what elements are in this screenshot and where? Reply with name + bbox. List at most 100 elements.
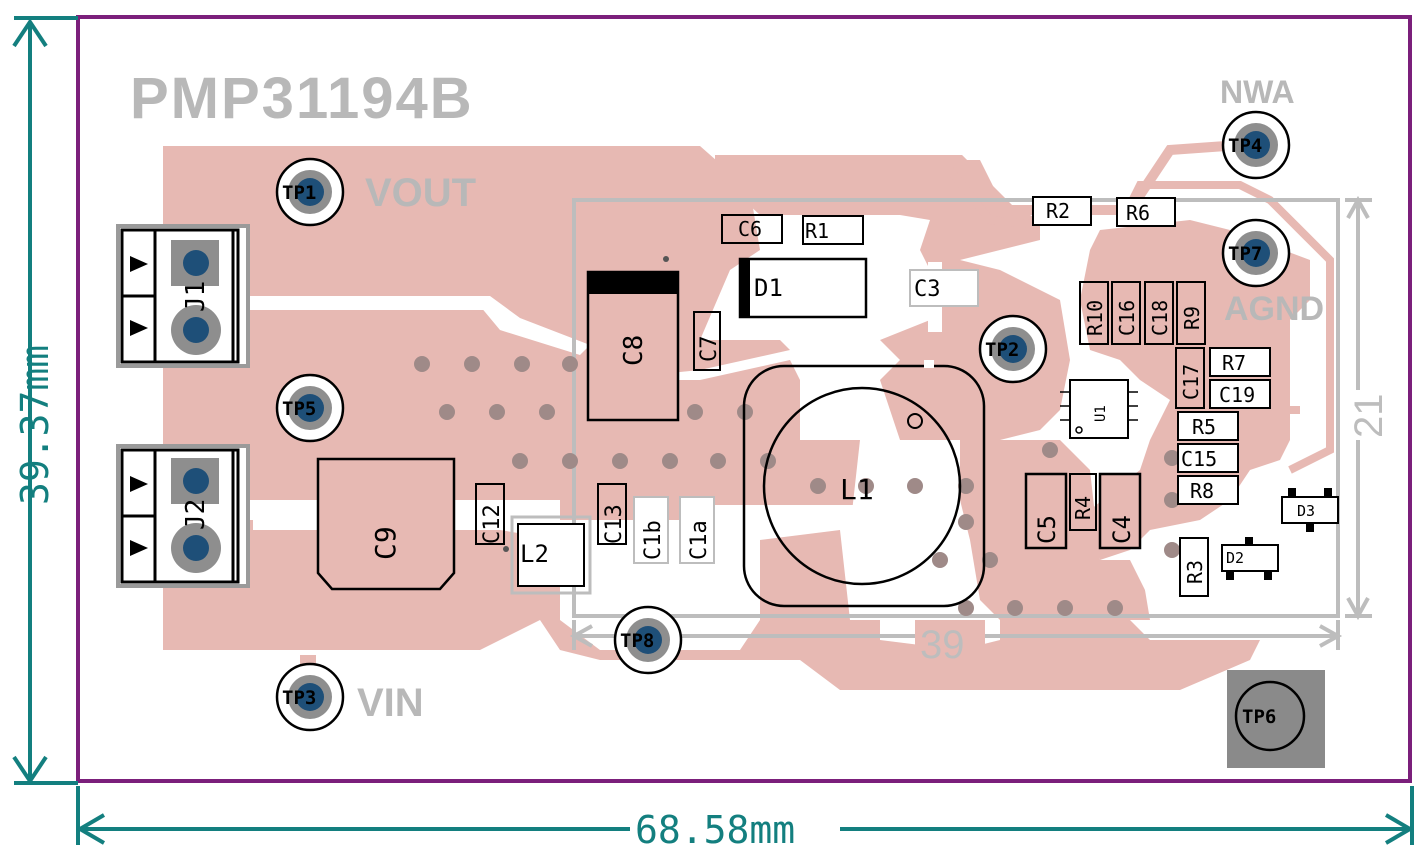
inner-dim-bg	[915, 620, 985, 660]
svg-text:TP8: TP8	[620, 630, 654, 652]
dimension-height	[12, 16, 78, 785]
connector-j2: J2	[116, 444, 250, 588]
component-r7: R7	[1209, 347, 1271, 377]
component-d1: D1	[738, 257, 868, 319]
svg-text:C3: C3	[914, 277, 941, 302]
test-point-tp2: TP2	[978, 314, 1048, 384]
inner-height-label: 21	[1347, 394, 1391, 439]
component-c1b: C1b	[633, 496, 669, 564]
width-dimension-label: 68.58mm	[635, 808, 795, 852]
test-point-tp6: TP6	[1227, 670, 1325, 768]
component-l1: L1	[742, 360, 986, 608]
test-point-tp4: TP4	[1221, 110, 1291, 180]
j1-label: J1	[181, 281, 211, 312]
svg-text:R5: R5	[1192, 415, 1216, 439]
component-r6: R6	[1116, 197, 1176, 227]
component-c9: C9	[316, 457, 456, 591]
svg-text:C16: C16	[1115, 300, 1139, 336]
board-outline	[76, 15, 1412, 783]
component-c17: C17	[1175, 347, 1205, 409]
svg-text:L1: L1	[840, 473, 874, 506]
svg-text:U1: U1	[1093, 405, 1109, 422]
svg-text:D2: D2	[1226, 549, 1244, 567]
test-point-tp7: TP7	[1221, 218, 1291, 288]
component-r5: R5	[1177, 411, 1239, 441]
svg-text:R1: R1	[805, 219, 829, 243]
component-u1: U1	[1060, 379, 1138, 439]
j2-label: J2	[181, 499, 211, 530]
component-c18: C18	[1144, 281, 1174, 345]
svg-text:C13: C13	[602, 504, 627, 544]
trace-2	[770, 166, 1041, 229]
component-c6: C6	[721, 214, 783, 244]
component-c13: C13	[597, 483, 627, 545]
svg-text:R6: R6	[1126, 201, 1150, 225]
net-label-vout: VOUT	[365, 171, 476, 215]
net-label-agnd: AGND	[1224, 290, 1324, 328]
svg-text:TP3: TP3	[282, 687, 316, 709]
component-c12: C12	[475, 483, 505, 545]
via-small	[503, 546, 509, 552]
component-c7: C7	[693, 311, 722, 371]
svg-text:TP6: TP6	[1242, 706, 1276, 728]
component-d3: D3	[1281, 488, 1339, 532]
svg-text:C1b: C1b	[641, 520, 666, 560]
svg-text:D1: D1	[754, 274, 783, 302]
svg-text:C15: C15	[1181, 447, 1217, 471]
component-l2: L2	[510, 515, 592, 595]
svg-text:C6: C6	[738, 217, 762, 241]
net-label-nwa: NWA	[1220, 74, 1295, 110]
component-c19: C19	[1209, 379, 1271, 409]
svg-text:C1a: C1a	[687, 520, 712, 560]
height-dimension-label: 39.37mm	[13, 345, 57, 505]
connector-j1: J1	[116, 224, 250, 368]
svg-text:TP7: TP7	[1228, 243, 1262, 265]
svg-text:TP5: TP5	[282, 398, 316, 420]
svg-text:C12: C12	[480, 504, 505, 544]
test-point-tp3: TP3	[275, 662, 345, 732]
component-c3: C3	[909, 269, 979, 307]
component-r3: R3	[1179, 537, 1209, 597]
svg-text:R7: R7	[1222, 351, 1246, 375]
component-r2: R2	[1032, 196, 1092, 226]
inner-width-label: 39	[920, 623, 965, 667]
trace-3	[1126, 181, 1334, 474]
svg-text:R8: R8	[1190, 479, 1214, 503]
pour-gaps	[165, 262, 1260, 640]
svg-text:R10: R10	[1083, 300, 1107, 336]
svg-text:TP2: TP2	[985, 339, 1019, 361]
svg-text:D3: D3	[1297, 502, 1315, 520]
component-c1a: C1a	[679, 496, 715, 564]
width-dim-bg	[630, 812, 840, 848]
svg-text:TP4: TP4	[1228, 135, 1262, 157]
component-c5: C5	[1024, 472, 1068, 550]
svg-text:TP1: TP1	[282, 182, 316, 204]
component-c4: C4	[1098, 472, 1142, 550]
component-c8: C8	[586, 270, 680, 422]
test-point-tp8: TP8	[613, 605, 683, 675]
component-r4: R4	[1069, 473, 1097, 531]
svg-text:C7: C7	[697, 336, 722, 363]
svg-text:C9: C9	[369, 526, 402, 560]
svg-text:C19: C19	[1219, 383, 1255, 407]
svg-text:C5: C5	[1033, 515, 1061, 544]
svg-text:C8: C8	[619, 335, 649, 366]
svg-text:C4: C4	[1108, 515, 1136, 544]
net-label-vin: VIN	[357, 681, 424, 725]
component-r9: R9	[1176, 281, 1206, 345]
test-point-tp5: TP5	[275, 373, 345, 443]
inner-dim-bg-2	[1342, 390, 1378, 440]
copper-sw-top	[700, 160, 1070, 440]
svg-text:C17: C17	[1179, 364, 1203, 400]
svg-text:R2: R2	[1046, 199, 1070, 223]
svg-text:C18: C18	[1148, 300, 1172, 336]
svg-text:R9: R9	[1180, 306, 1204, 330]
board-title: PMP31194B	[130, 66, 474, 131]
svg-text:R3: R3	[1183, 560, 1207, 584]
component-c16: C16	[1111, 281, 1141, 345]
component-r8: R8	[1177, 475, 1239, 505]
test-point-tp1: TP1	[275, 157, 345, 227]
component-d2: D2	[1221, 537, 1279, 580]
component-r1: R1	[802, 215, 864, 245]
